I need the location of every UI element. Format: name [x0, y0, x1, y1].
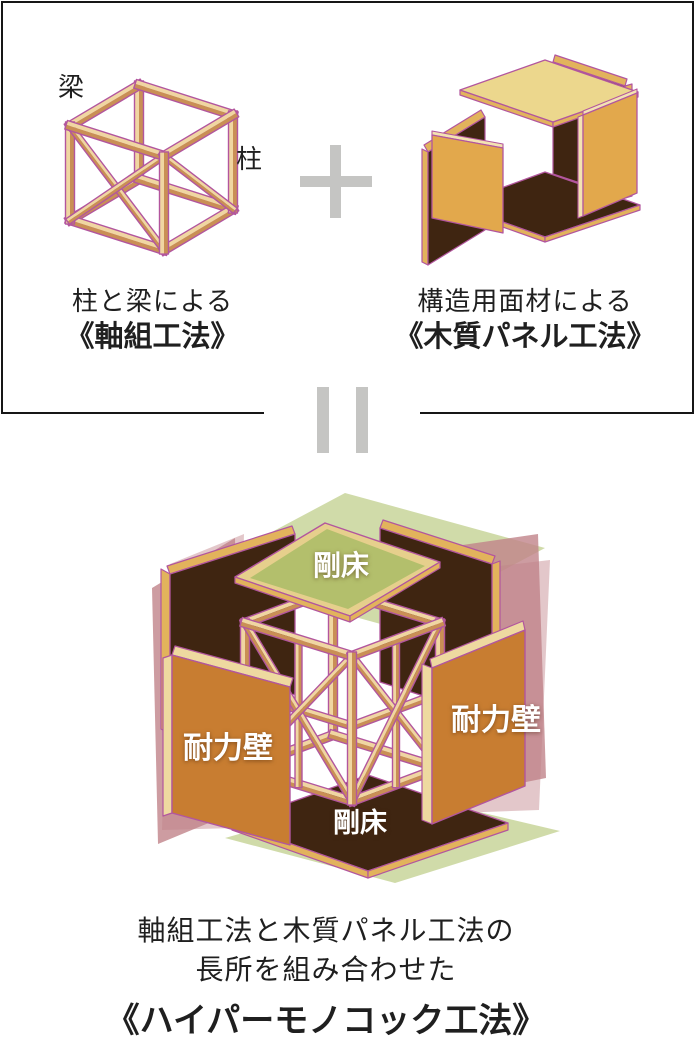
beam-face-dark: [164, 151, 169, 255]
wall-side-edge: [162, 654, 173, 817]
bottom-floor-label: 剛床: [333, 807, 387, 838]
beam-face-dark: [352, 651, 357, 806]
beam-face-light: [158, 109, 237, 159]
beam-face-dark: [239, 621, 356, 662]
beam-face-light: [134, 80, 139, 184]
beam-face-light: [347, 651, 352, 806]
beam-outline: [346, 651, 358, 806]
panel-side-edge: [421, 148, 429, 266]
plus-icon: [330, 145, 341, 218]
beam-face-light: [228, 110, 233, 214]
caption-bottom: 軸組工法と木質パネル工法の 長所を組み合わせた 《ハイパーモノコック工法》: [0, 911, 652, 1047]
orange-panel: [582, 92, 638, 217]
panel-thickness: [544, 204, 641, 243]
top-floor-label: 剛床: [313, 549, 369, 581]
beam-face-dark: [160, 112, 239, 162]
post-and-beam-cube-illustration: [63, 78, 240, 257]
right-wall-label: 耐力壁: [451, 704, 541, 737]
panel-thickness: [367, 822, 509, 879]
equals-icon: [356, 387, 368, 453]
beam-face-light: [66, 214, 170, 252]
beam-face-light: [328, 585, 333, 740]
beam-face-light: [329, 729, 446, 770]
beam-face-dark: [67, 154, 169, 225]
beam-face-light: [64, 79, 143, 129]
beam-face-dark: [350, 620, 445, 806]
beam-face-dark: [160, 206, 239, 256]
wall-side-edge: [421, 663, 433, 825]
column-label: 柱: [236, 144, 263, 174]
beam-face-dark: [64, 218, 168, 256]
beam-face-light: [65, 121, 70, 225]
beam-face-light: [66, 120, 170, 158]
beam-face-light: [135, 79, 239, 117]
orange-panel: [431, 134, 504, 234]
beam-face-light: [159, 151, 164, 255]
equals-icon: [317, 387, 329, 453]
beam-face-light: [161, 151, 238, 211]
beam-outline: [158, 151, 170, 255]
result-caption-line3: 《ハイパーモノコック工法》: [105, 1002, 547, 1040]
result-caption-line1: 軸組工法と木質パネル工法の: [137, 915, 515, 946]
beam-face-dark: [133, 83, 237, 121]
beam-face-dark: [64, 124, 168, 162]
beam-face-dark: [233, 110, 238, 214]
caption-left-line1: 柱と梁による: [71, 286, 234, 316]
caption-right-line1: 構造用面材による: [417, 286, 633, 316]
border-gap: [264, 407, 420, 421]
bearing-wall: [431, 629, 526, 825]
panel-thickness: [349, 561, 441, 623]
beam-face-light: [241, 617, 358, 658]
beam-face-dark: [333, 585, 338, 740]
left-wall-label: 耐力壁: [183, 732, 273, 765]
beam-face-light: [65, 151, 167, 222]
caption-left: 柱と梁による 《軸組工法》: [20, 284, 285, 356]
bearing-wall: [171, 654, 291, 846]
beam-label: 梁: [58, 72, 85, 102]
caption-left-line2: 《軸組工法》: [65, 321, 240, 353]
beam-face-light: [347, 618, 442, 804]
beam-face-dark: [139, 80, 144, 184]
beam-face-light: [158, 203, 237, 253]
top-slab-green: [250, 529, 425, 609]
beam-face-dark: [70, 121, 75, 225]
panel-side-edge: [577, 114, 584, 219]
beam-face-dark: [66, 82, 145, 132]
result-caption-line2: 長所を組み合わせた: [195, 954, 457, 985]
wood-panel-cube-illustration: [421, 54, 641, 266]
beam-face-dark: [159, 154, 236, 214]
caption-right-line2: 《木質パネル工法》: [394, 321, 656, 353]
beam-face-dark: [348, 621, 446, 662]
caption-right: 構造用面材による 《木質パネル工法》: [390, 284, 660, 356]
beam-face-light: [346, 617, 444, 658]
